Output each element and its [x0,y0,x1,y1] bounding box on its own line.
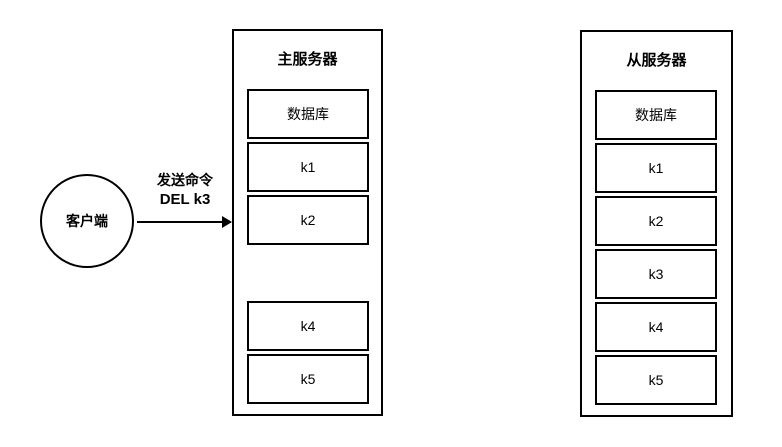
command-arrow [137,216,232,228]
slave-server-title: 从服务器 [626,52,687,69]
master-server-title: 主服务器 [277,51,338,68]
slave-cell-k1: k1 [595,143,717,193]
command-arrow-label-line2: DEL k3 [159,191,211,208]
command-arrow-label: 发送命令 DEL k3 [140,171,230,209]
slave-cell-database: 数据库 [595,90,717,140]
slave-cell-k4: k4 [595,302,717,352]
slave-server-panel: 从服务器 数据库 k1 k2 k3 k4 k5 [580,30,733,417]
master-cell-k5: k5 [247,354,369,404]
client-label: 客户端 [66,213,108,229]
command-arrow-label-line1: 发送命令 [157,172,213,188]
client-node: 客户端 [40,174,134,268]
master-cell-k4: k4 [247,301,369,351]
master-cell-database: 数据库 [247,89,369,139]
command-arrow-head-icon [222,216,232,228]
master-server-panel: 主服务器 数据库 k1 k2 k4 k5 [232,29,383,416]
slave-cell-k5: k5 [595,355,717,405]
slave-cell-k2: k2 [595,196,717,246]
master-cell-k1: k1 [247,142,369,192]
master-cell-k2: k2 [247,195,369,245]
slave-cell-k3: k3 [595,249,717,299]
